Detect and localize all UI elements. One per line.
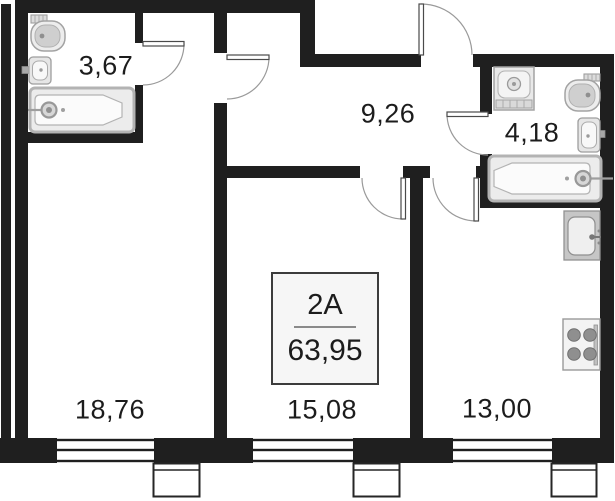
room-label-bathroom-small: 3,67 [78, 50, 134, 81]
wall-hall-stub [214, 13, 227, 53]
wall-bottom-1 [0, 438, 57, 463]
room-label-kitchen: 13,00 [461, 393, 533, 424]
wc2-fixtures [487, 66, 613, 203]
kitchen-sink-icon [563, 210, 601, 261]
unit-total-area: 63,95 [287, 334, 363, 368]
wall-bottom-4 [552, 438, 614, 463]
room-label-bedroom: 15,08 [286, 394, 358, 425]
door-arc-hall [226, 56, 270, 100]
wall-bottom-3 [353, 438, 453, 463]
unit-divider [294, 326, 356, 329]
pier-1 [152, 462, 201, 498]
window-bedroom [253, 438, 353, 463]
bathtub-icon [28, 86, 136, 134]
wall-right [600, 54, 614, 463]
door-leaf-wc1 [142, 40, 185, 47]
wall-entry-left [300, 54, 421, 67]
unit-info-box: 2A 63,95 [271, 272, 379, 385]
wall-top-right [473, 54, 614, 67]
wall-top-step [300, 0, 315, 67]
door-leaf-kitchen [473, 177, 480, 222]
toilet-icon [30, 14, 66, 52]
window-kitchen [453, 438, 552, 463]
sink-icon [21, 56, 52, 85]
room-label-bathroom-large: 4,18 [504, 117, 560, 148]
wall-wc1-bottom [15, 132, 143, 143]
stove-icon [562, 318, 601, 371]
bathtub-icon [487, 154, 613, 203]
wall-top [15, 0, 315, 13]
door-leaf-hall [226, 54, 270, 61]
door-arc-kitchen [432, 177, 477, 222]
wall-left [15, 0, 28, 463]
wall-living-right [214, 103, 227, 440]
door-arc-bedroom [361, 177, 404, 220]
wc1-fixtures [21, 14, 136, 134]
facade-piers [152, 462, 598, 498]
windows [57, 438, 552, 463]
door-arc-wc2 [446, 113, 489, 156]
wall-hall-bottom-a [227, 166, 360, 178]
pier-2 [352, 462, 401, 498]
door-leaves [142, 3, 489, 222]
room-label-hallway: 9,26 [360, 98, 416, 129]
door-leaf-wc2 [446, 111, 489, 118]
door-leaf-entry [418, 3, 425, 56]
walls [0, 0, 614, 463]
sink-icon [577, 117, 606, 153]
door-leaf-bedroom [400, 177, 407, 220]
pier-3 [550, 462, 598, 498]
washing-machine-icon [493, 66, 535, 111]
wall-bottom-2 [154, 438, 253, 463]
door-arc-entry [420, 3, 473, 56]
wall-wc1-right-bottom [135, 85, 143, 143]
door-arcs [142, 3, 489, 222]
wall-left-outer [1, 4, 11, 463]
wall-wc2-left-top [480, 67, 492, 114]
wall-bedroom-kitchen [410, 166, 423, 440]
unit-code: 2A [307, 288, 343, 321]
window-living [57, 438, 154, 463]
toilet-icon [564, 73, 601, 112]
wall-wc1-right-top [135, 13, 143, 43]
kitchen-fixtures [562, 210, 601, 371]
room-label-living-room: 18,76 [74, 394, 146, 425]
door-arc-wc1 [142, 43, 185, 86]
doors [142, 3, 489, 222]
